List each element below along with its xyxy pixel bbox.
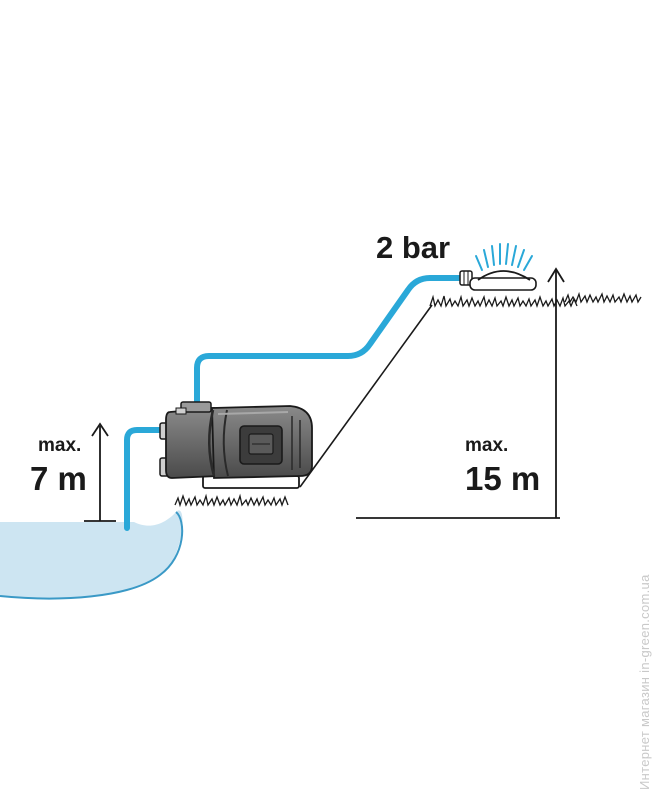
delivery-height-arrow	[356, 267, 565, 519]
slope-line	[299, 304, 433, 488]
grass-right-edge	[564, 291, 642, 304]
suction-max-label: max.	[38, 435, 82, 456]
grass-upper-lawn	[429, 294, 578, 309]
delivery-height-value: 15 m	[465, 460, 541, 497]
delivery-hose	[194, 275, 465, 413]
delivery-max-label: max.	[465, 435, 509, 456]
grass-pump-ground	[174, 493, 289, 508]
suction-height-arrow	[84, 422, 116, 522]
garden-pump-icon	[159, 401, 313, 489]
lawn-sprinkler-icon	[459, 243, 537, 291]
watermark-text: Интернет магазин in-green.com.ua	[637, 574, 652, 790]
water-surface-line	[0, 511, 184, 600]
suction-hose	[124, 427, 165, 531]
pressure-label: 2 bar	[376, 230, 451, 265]
suction-height-value: 7 m	[30, 460, 87, 497]
water-reservoir	[0, 510, 183, 599]
